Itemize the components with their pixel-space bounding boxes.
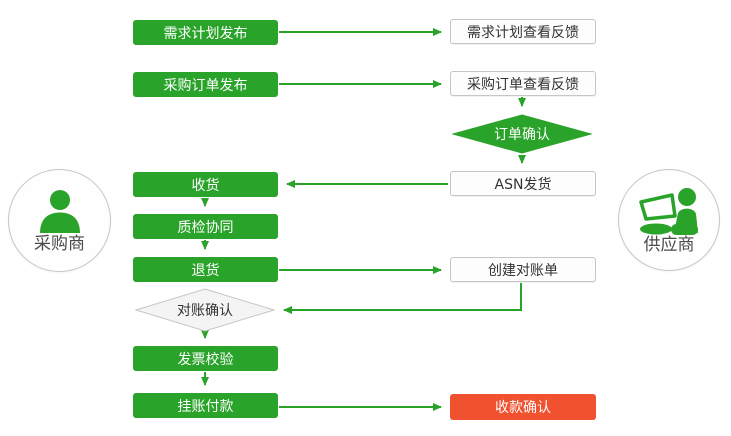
supplier-avatar: 供应商 [618, 169, 720, 271]
decision-reconciliation-confirm: 对账确认 [135, 288, 275, 332]
flow-node-payment-confirm: 收款确认 [450, 394, 596, 420]
flow-node-demand-plan-publish: 需求计划发布 [133, 20, 278, 45]
flow-node-po-feedback: 采购订单查看反馈 [450, 71, 596, 96]
flow-node-receive-goods: 收货 [133, 172, 278, 197]
decision-label: 订单确认 [494, 127, 550, 143]
person-icon [39, 190, 80, 233]
decision-label: 对账确认 [177, 303, 233, 319]
supplier-label: 供应商 [643, 234, 695, 255]
flow-node-create-statement: 创建对账单 [450, 257, 596, 282]
flow-node-quality-inspection: 质检协同 [133, 214, 278, 239]
decision-order-confirm: 订单确认 [452, 114, 592, 154]
flow-node-po-publish: 采购订单发布 [133, 72, 278, 97]
flow-node-demand-plan-feedback: 需求计划查看反馈 [450, 19, 596, 44]
flow-node-return-goods: 退货 [133, 257, 278, 282]
arrow-statement-to-reconciliation [283, 283, 522, 314]
buyer-avatar: 采购商 [8, 169, 111, 272]
flow-node-account-payment: 挂账付款 [133, 393, 278, 418]
person-laptop-icon [639, 187, 698, 235]
diamond-shape [452, 114, 592, 154]
flow-node-invoice-verification: 发票校验 [133, 346, 278, 371]
buyer-label: 采购商 [34, 234, 85, 254]
flow-node-asn-shipping: ASN发货 [450, 171, 596, 196]
